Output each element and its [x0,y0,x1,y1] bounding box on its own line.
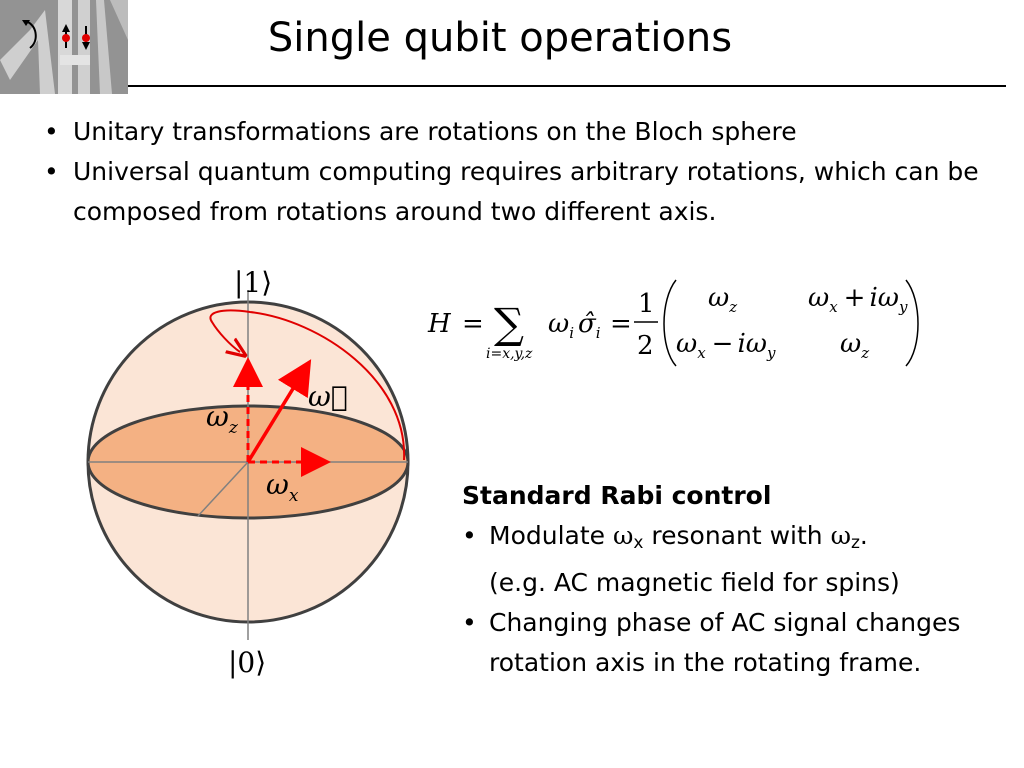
rabi-item1-text: Modulate [489,521,613,550]
omega-symbol: ω [830,521,851,550]
bloch-sphere-diagram: |1⟩ |0⟩ ω⃗ ωz ωx [86,266,410,679]
subscript: x [633,533,644,553]
state-one-label: |1⟩ [234,266,272,299]
page-title: Single qubit operations [267,15,733,61]
sum-symbol: ∑ [494,299,524,348]
depth-axis [197,461,249,517]
bullet-item: Unitary transformations are rotations on… [44,112,1004,152]
matrix-cell-12: ωx+iωy [808,283,908,316]
rabi-item1-text: resonant with [643,521,831,550]
formula-lhs: H [427,309,452,339]
formula-equals-2: = [610,309,632,339]
rabi-bullet-list: Modulate ωx resonant with ωz. (e.g. AC m… [462,516,1007,683]
matrix-right-paren [905,279,919,367]
bullet-item: Universal quantum computing requires arb… [44,152,1004,232]
intro-bullet-list: Unitary transformations are rotations on… [44,112,1004,232]
fraction-denominator: 2 [637,331,654,361]
matrix-cell-21: ωx−iωy [676,329,776,362]
matrix-cell-11: ωz [708,283,737,316]
matrix-cell-22: ωz [840,329,869,362]
rabi-item1-note: (e.g. AC magnetic field for spins) [489,568,900,597]
precession-orbit [209,309,406,461]
rabi-bullet-item: Modulate ωx resonant with ωz. (e.g. AC m… [462,516,1007,603]
fraction-numerator: 1 [638,289,655,319]
rabi-control-section: Standard Rabi control Modulate ωx resona… [462,476,1007,683]
sum-index: i=x,y,z [486,346,533,362]
omega-symbol: ω [612,521,634,550]
rabi-item1-text: . [859,521,868,550]
formula-equals: = [462,309,484,339]
hamiltonian-formula: H = ∑ i=x,y,z ωi σ̂i = 1 2 ωz ωx+iωy ωx−… [427,279,919,367]
logo-device-image [0,0,128,94]
sigma-term: σ̂i [578,309,601,342]
rabi-heading: Standard Rabi control [462,481,772,510]
title-divider [128,85,1006,87]
omega-vector-label: ω⃗ [308,380,348,413]
state-zero-label: |0⟩ [228,646,266,679]
omega-term: ωi [548,309,574,342]
rabi-bullet-item: Changing phase of AC signal changes rota… [462,603,1007,683]
subscript: z [850,533,860,553]
omega-x-label: ωx [266,468,299,506]
omega-z-label: ωz [206,400,239,438]
matrix-left-paren [663,279,677,367]
omega-vector-arrow [246,359,312,463]
